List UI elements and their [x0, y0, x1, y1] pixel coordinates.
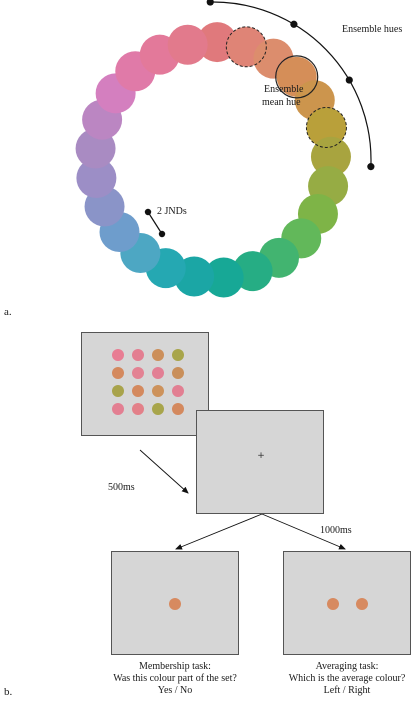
- membership-task-title: Membership task:: [139, 661, 211, 672]
- ensemble-mean-outline: [275, 55, 319, 99]
- hue-circle: [76, 158, 117, 199]
- stimulus-dot: [132, 385, 144, 397]
- stimulus-dot: [132, 349, 144, 361]
- stimulus-dot: [112, 349, 124, 361]
- membership-task-caption: Membership task: Was this colour part of…: [100, 661, 250, 697]
- averaging-probe-screen: [283, 551, 411, 655]
- stimulus-dot: [112, 367, 124, 379]
- stimulus-dot: [152, 385, 164, 397]
- probe-dot-left: [327, 598, 339, 610]
- arrow-to-averaging: [261, 513, 346, 550]
- membership-probe-screen: [111, 551, 239, 655]
- hue-circle: [203, 257, 244, 298]
- ensemble-member-outline: [225, 26, 267, 68]
- arc-marker-dot: [290, 20, 298, 28]
- stimulus-dot: [112, 403, 124, 415]
- stimulus-dot: [172, 385, 184, 397]
- stimulus-dot: [132, 367, 144, 379]
- membership-task-question: Was this colour part of the set?: [113, 673, 237, 684]
- stimulus-dot: [172, 367, 184, 379]
- probe-dot: [169, 598, 181, 610]
- averaging-task-title: Averaging task:: [315, 661, 379, 672]
- arrow-to-membership: [175, 513, 263, 550]
- timing-500ms: 500ms: [108, 482, 135, 493]
- stimulus-dot: [152, 349, 164, 361]
- stimulus-dot: [112, 385, 124, 397]
- averaging-task-response: Left / Right: [323, 685, 371, 696]
- fixation-cross: +: [257, 451, 265, 461]
- fixation-screen: +: [196, 410, 324, 514]
- arc-marker-dot: [367, 163, 375, 171]
- hue-circle: [167, 24, 208, 65]
- arc-marker-dot: [345, 76, 353, 84]
- panel-a-letter: a.: [4, 306, 12, 318]
- hue-wheel: [75, 22, 351, 298]
- arrow-to-fixation: [139, 449, 189, 494]
- stimulus-screen: [81, 332, 209, 436]
- jnd-label: 2 JNDs: [157, 206, 187, 217]
- ensemble-hues-label: Ensemble hues: [342, 24, 403, 35]
- probe-dot-right: [356, 598, 368, 610]
- jnd-line: [147, 211, 163, 235]
- trial-sequence-arrows: [139, 449, 346, 550]
- jnd-marker-dot: [144, 208, 152, 216]
- ensemble-member-outline: [305, 106, 347, 148]
- ensemble-mean-label-line1: Ensemble: [264, 84, 304, 95]
- ensemble-mean-label-line2: mean hue: [262, 97, 301, 108]
- ensemble-hues-arc: [210, 1, 372, 167]
- stimulus-dot: [132, 403, 144, 415]
- jnd-marker-dot: [158, 230, 166, 238]
- wheel-annotations: [144, 0, 375, 238]
- averaging-task-question: Which is the average colour?: [288, 673, 406, 684]
- stimulus-dot: [172, 403, 184, 415]
- arc-marker-dot: [206, 0, 214, 6]
- stimulus-dot: [172, 349, 184, 361]
- membership-task-response: Yes / No: [157, 685, 193, 696]
- stimulus-dot: [152, 403, 164, 415]
- stimulus-dot: [152, 367, 164, 379]
- averaging-task-caption: Averaging task: Which is the average col…: [272, 661, 420, 697]
- panel-b-letter: b.: [4, 686, 13, 698]
- timing-1000ms: 1000ms: [320, 525, 352, 536]
